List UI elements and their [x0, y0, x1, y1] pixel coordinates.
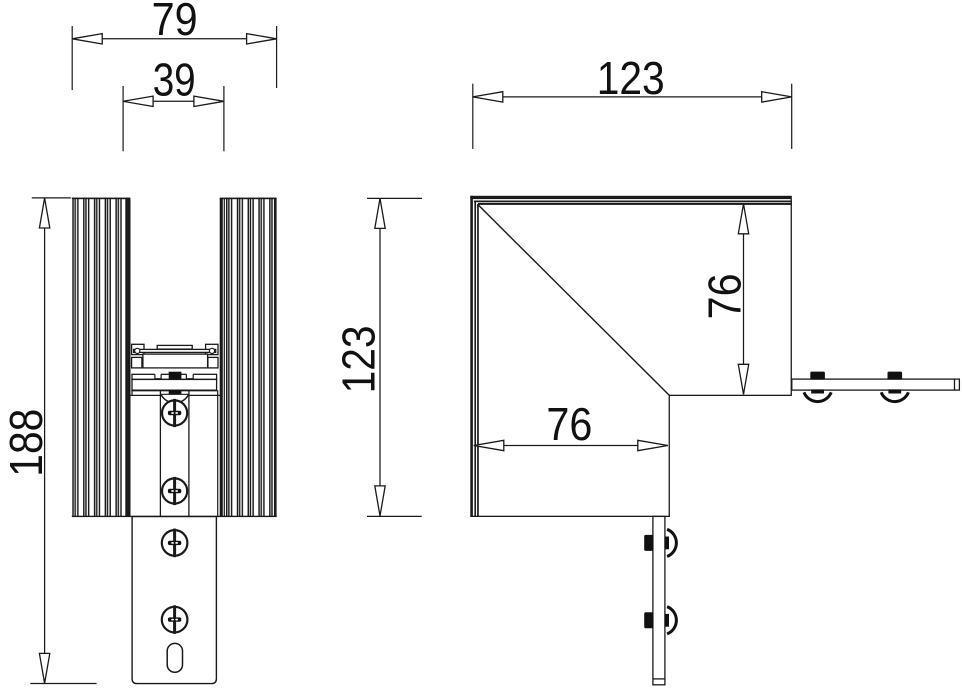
svg-text:188: 188 — [0, 409, 52, 477]
svg-text:123: 123 — [597, 52, 665, 104]
svg-text:76: 76 — [698, 273, 750, 319]
svg-text:76: 76 — [546, 398, 592, 450]
svg-text:123: 123 — [333, 325, 385, 393]
svg-text:39: 39 — [153, 54, 196, 106]
svg-text:79: 79 — [152, 0, 198, 45]
